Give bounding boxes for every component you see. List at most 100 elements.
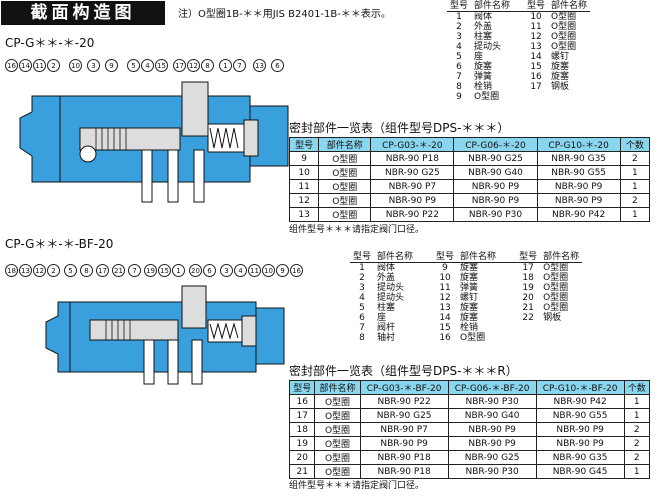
- part-no: 4: [456, 42, 462, 52]
- callout: 14: [19, 59, 32, 72]
- col-header: 型号: [513, 1, 549, 12]
- col-header: 部件名称: [457, 252, 500, 263]
- part-no: 7: [456, 72, 462, 82]
- cell: NBR-90 G35: [535, 450, 625, 465]
- part-name: 螺钉: [551, 52, 570, 62]
- callout: 8: [201, 59, 214, 72]
- cell: NBR-90 G25: [359, 408, 449, 423]
- bottom-seal-title: 密封部件一览表（组件型号DPS-＊＊＊R）: [289, 364, 518, 378]
- callout: 16: [290, 264, 303, 277]
- part-no: 11: [530, 22, 542, 32]
- callout: 17: [173, 59, 186, 72]
- part-no: 10: [439, 273, 451, 283]
- part-no: 9: [442, 263, 448, 273]
- cell: NBR-90 G25: [447, 450, 537, 465]
- callout: 15: [155, 59, 168, 72]
- callout: 13: [19, 264, 32, 277]
- cell: 18: [288, 422, 316, 437]
- part-no: 13: [530, 42, 542, 52]
- cell: NBR-90 P7: [370, 179, 455, 194]
- col-header: 型号: [447, 1, 472, 12]
- cell: 1: [619, 207, 651, 222]
- cell: 2: [623, 450, 651, 465]
- col-header: 型号: [499, 252, 541, 263]
- callout: 7: [128, 264, 141, 277]
- cell: NBR-90 P42: [535, 394, 625, 409]
- cell: NBR-90 P42: [536, 207, 621, 222]
- part-name: O型圈: [543, 283, 569, 293]
- part-no: 17: [522, 263, 534, 273]
- cell: NBR-90 P9: [535, 436, 625, 451]
- col-header: CP-G10-＊-BF-20: [535, 380, 625, 395]
- top-cross-section-drawing: [19, 81, 289, 203]
- callout: 11: [33, 59, 46, 72]
- part-name: 旋塞: [460, 303, 479, 313]
- part-no: 11: [439, 283, 451, 293]
- cell: NBR-90 P18: [359, 464, 449, 479]
- callout: 16: [5, 59, 18, 72]
- part-no: 4: [359, 293, 365, 303]
- cell: NBR-90 P22: [359, 394, 449, 409]
- callout: 13: [253, 59, 266, 72]
- part-no: 9: [456, 92, 462, 102]
- cell: NBR-90 P9: [453, 179, 538, 194]
- part-name: 旋塞: [474, 62, 493, 72]
- part-name: O型圈: [543, 263, 569, 273]
- bottom-model-label: CP-G＊＊-＊-BF-20: [5, 237, 114, 251]
- callout: 1: [219, 59, 232, 72]
- cell: 19: [288, 436, 316, 451]
- cell: 12: [288, 193, 320, 208]
- part-name: 阀杆: [377, 323, 396, 333]
- cell: NBR-90 G40: [453, 165, 538, 180]
- col-header: 部件名称: [548, 1, 591, 12]
- cell: O型圈: [314, 450, 361, 465]
- part-no: 16: [439, 333, 451, 343]
- bottom-cross-section-drawing: [45, 285, 285, 385]
- part-no: 5: [456, 52, 462, 62]
- callout: 11: [248, 264, 261, 277]
- part-name: 螺钉: [460, 293, 479, 303]
- cell: 13: [288, 207, 320, 222]
- cell: NBR-90 G55: [535, 408, 625, 423]
- cell: 11: [288, 179, 320, 194]
- part-no: 10: [530, 12, 542, 22]
- cell: 1: [619, 165, 651, 180]
- cell: NBR-90 P9: [535, 422, 625, 437]
- part-name: 栓销: [474, 82, 493, 92]
- callout: 3: [220, 264, 233, 277]
- part-no: 8: [456, 82, 462, 92]
- part-name: 旋塞: [460, 273, 479, 283]
- cell: 2: [619, 193, 651, 208]
- cell: NBR-90 P18: [359, 450, 449, 465]
- top-model-label: CP-G＊＊-＊-20: [5, 36, 95, 50]
- cell: O型圈: [318, 207, 372, 222]
- part-no: 15: [530, 62, 542, 72]
- cell: NBR-90 G35: [536, 151, 621, 166]
- part-name: O型圈: [543, 303, 569, 313]
- callout: 19: [144, 264, 157, 277]
- cell: 16: [288, 394, 316, 409]
- part-no: 12: [530, 32, 542, 42]
- part-no: 7: [359, 323, 365, 333]
- cell: NBR-90 P9: [536, 179, 621, 194]
- cell: O型圈: [318, 179, 372, 194]
- part-no: 5: [359, 303, 365, 313]
- part-no: 17: [530, 82, 542, 92]
- top-foot-note: 组件型号＊＊＊请指定阀门口径。: [289, 225, 425, 235]
- part-no: 2: [359, 273, 365, 283]
- bottom-seal-table: 型号 部件名称 CP-G03-＊-BF-20 CP-G06-＊-BF-20 CP…: [288, 380, 651, 479]
- part-no: 16: [530, 72, 542, 82]
- cell: NBR-90 P9: [370, 193, 455, 208]
- col-header: 部件名称: [314, 380, 361, 395]
- cell: 2: [623, 436, 651, 451]
- top-seal-table: 型号 部件名称 CP-G03-＊-20 CP-G06-＊-20 CP-G10-＊…: [288, 137, 651, 222]
- col-header: CP-G03-＊-20: [370, 137, 455, 152]
- part-no: 19: [522, 283, 534, 293]
- callout: 17: [96, 264, 109, 277]
- part-no: 1: [456, 12, 462, 22]
